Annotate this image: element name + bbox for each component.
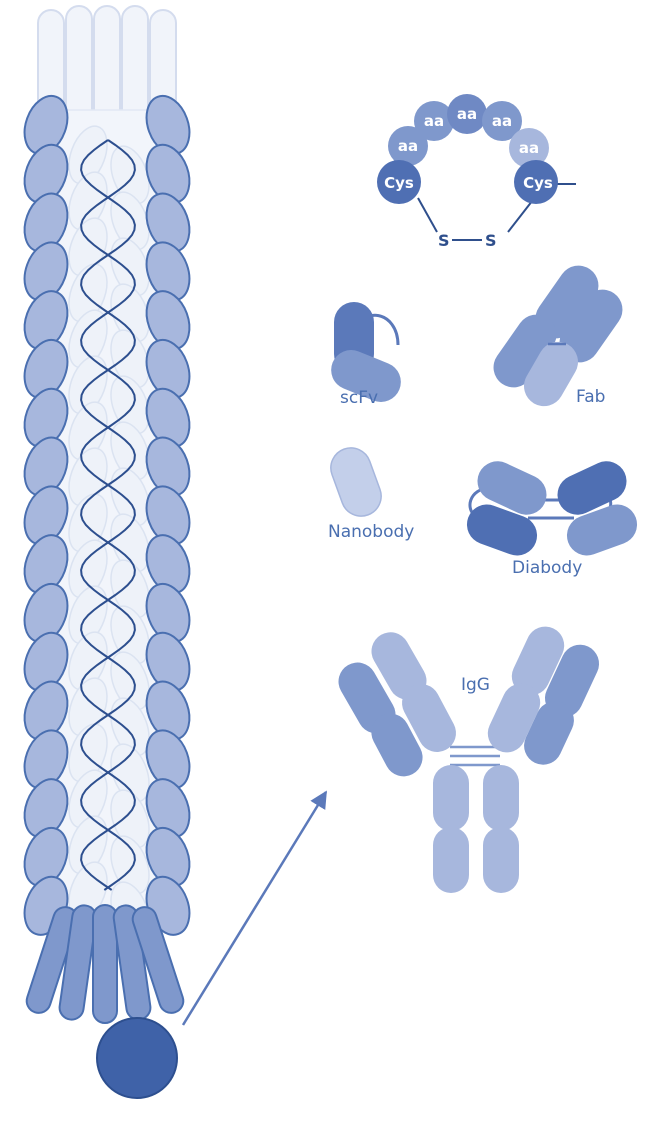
phage-coat-right <box>145 94 191 936</box>
nanobody-label: Nanobody <box>328 522 414 542</box>
residue-5: aa <box>519 139 539 157</box>
dna-strand-b <box>80 139 136 891</box>
cyclic-peptide: S S aa aa aa aa aa Cys Cys <box>377 94 576 250</box>
scfv-label: scFv <box>340 388 378 408</box>
phage-bottom-proteins <box>25 904 185 1024</box>
fab-label: Fab <box>576 387 605 407</box>
diabody-fragment: Diabody <box>466 461 638 578</box>
igg-label: IgG <box>461 675 490 695</box>
residue-2: aa <box>424 112 444 130</box>
residue-4: aa <box>492 112 512 130</box>
phage-tip-protein <box>96 1017 178 1099</box>
residue-1: aa <box>398 137 418 155</box>
cys-left: Cys <box>384 174 414 192</box>
residue-3: aa <box>457 105 477 123</box>
fab-fragment: Fab <box>493 265 623 407</box>
scfv-fragment: scFv <box>331 302 401 408</box>
nanobody-fragment: Nanobody <box>328 447 414 542</box>
dna-strand-a <box>80 139 136 891</box>
sulfur-right: S <box>485 231 497 250</box>
phage <box>23 5 191 1099</box>
display-arrow <box>181 790 328 1026</box>
igg-antibody: IgG <box>338 626 600 893</box>
phage-coat-left <box>23 94 69 936</box>
cys-right: Cys <box>523 174 553 192</box>
sulfur-left: S <box>438 231 450 250</box>
diabody-label: Diabody <box>512 558 582 578</box>
